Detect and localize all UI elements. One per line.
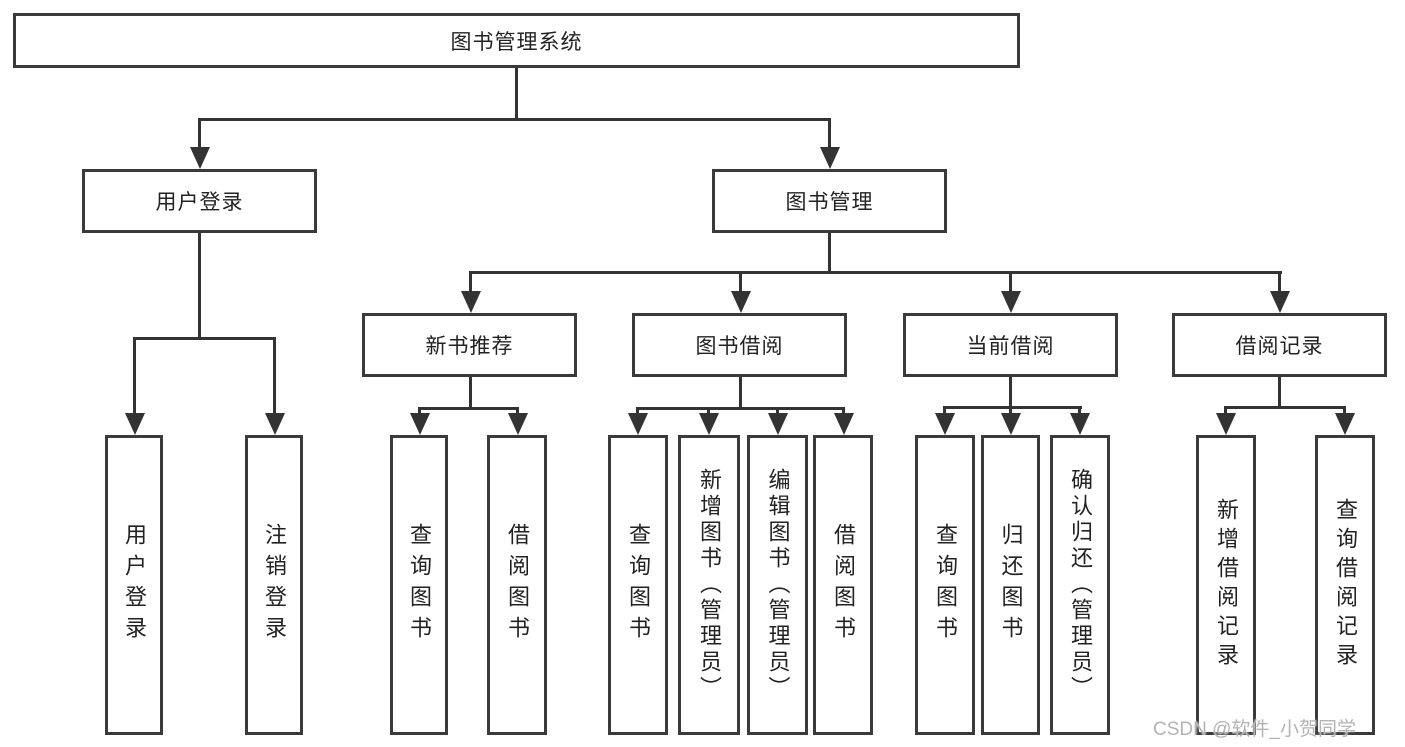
connector-line <box>636 407 639 413</box>
arrowhead-icon <box>731 291 751 313</box>
node-user-login: 用户登录 <box>82 169 317 233</box>
node-label: 新增图书（管理员） <box>697 468 722 702</box>
node-label: 借阅图书 <box>505 523 530 647</box>
connector-line <box>1009 377 1012 406</box>
node-book-borrowing: 图书借阅 <box>632 313 847 377</box>
node-label: 借阅图书 <box>831 523 856 647</box>
node-confirm-return-admin: 确认归还（管理员） <box>1050 435 1110 735</box>
arrowhead-icon <box>935 413 955 435</box>
connector-line <box>1224 406 1346 409</box>
connector-line <box>1009 406 1012 413</box>
connector-line <box>469 377 472 407</box>
arrowhead-icon <box>190 147 210 169</box>
connector-line <box>1224 406 1227 413</box>
connector-line <box>1009 271 1012 291</box>
node-return-book: 归还图书 <box>981 435 1040 735</box>
connector-line <box>133 337 276 340</box>
arrowhead-icon <box>125 413 145 435</box>
arrowhead-icon <box>265 413 285 435</box>
arrowhead-icon <box>461 291 481 313</box>
node-label: 用户登录 <box>122 523 147 647</box>
connector-line <box>707 407 710 413</box>
arrowhead-icon <box>820 147 840 169</box>
node-query-books: 查询图书 <box>915 435 975 735</box>
arrowhead-icon <box>628 413 648 435</box>
node-edit-book-admin: 编辑图书（管理员） <box>747 435 808 735</box>
arrowhead-icon <box>699 413 719 435</box>
connector-line <box>1278 377 1281 406</box>
connector-line <box>943 406 946 413</box>
node-label: 编辑图书（管理员） <box>765 468 791 702</box>
connector-line <box>776 407 779 413</box>
node-label: 查询图书 <box>407 523 432 647</box>
connector-line <box>418 407 519 410</box>
node-label: 新书推荐 <box>425 335 514 358</box>
connector-line <box>469 271 472 291</box>
node-label: 注销登录 <box>262 523 287 647</box>
node-borrow-books: 借阅图书 <box>487 435 547 735</box>
arrowhead-icon <box>1001 413 1021 435</box>
connector-line <box>1343 406 1346 413</box>
connector-line <box>739 377 742 407</box>
node-label: 用户登录 <box>155 191 244 214</box>
connector-line <box>842 407 845 413</box>
node-borrow-books: 借阅图书 <box>813 435 873 735</box>
node-query-borrow-record: 查询借阅记录 <box>1315 435 1375 735</box>
node-query-books: 查询图书 <box>390 435 448 735</box>
connector-line <box>739 271 742 291</box>
connector-line <box>198 233 201 337</box>
connector-line <box>943 406 1082 409</box>
arrowhead-icon <box>1216 413 1236 435</box>
arrowhead-icon <box>834 413 854 435</box>
node-label: 查询借阅记录 <box>1333 498 1358 672</box>
connector-line <box>515 68 518 118</box>
node-label: 图书管理系统 <box>450 30 583 54</box>
node-label: 图书管理 <box>785 191 874 214</box>
connector-line <box>516 407 519 413</box>
watermark: CSDN @软件_小贺同学 <box>1153 719 1356 740</box>
connector-line <box>133 337 136 413</box>
node-logout: 注销登录 <box>245 435 303 735</box>
node-label: 归还图书 <box>998 523 1024 647</box>
node-label: 新增借阅记录 <box>1214 498 1239 672</box>
connector-line <box>1078 406 1081 413</box>
arrowhead-icon <box>1001 291 1021 313</box>
arrowhead-icon <box>1270 291 1290 313</box>
arrowhead-icon <box>1335 413 1355 435</box>
connector-line <box>828 233 831 271</box>
connector-line <box>418 407 421 413</box>
node-label: 图书借阅 <box>695 335 784 358</box>
node-label: 借阅记录 <box>1235 335 1324 358</box>
node-current-borrowing: 当前借阅 <box>903 313 1118 377</box>
connector-line <box>1278 271 1281 291</box>
node-label: 查询图书 <box>626 523 651 647</box>
node-label: 确认归还（管理员） <box>1068 468 1093 702</box>
arrowhead-icon <box>768 413 788 435</box>
arrowhead-icon <box>1070 413 1090 435</box>
node-book-management: 图书管理 <box>712 169 947 233</box>
connector-line <box>828 118 831 147</box>
node-add-borrow-record: 新增借阅记录 <box>1196 435 1256 735</box>
connector-line <box>198 118 201 147</box>
node-add-book-admin: 新增图书（管理员） <box>678 435 740 735</box>
node-library-management-system: 图书管理系统 <box>13 13 1020 68</box>
connector-line <box>198 118 831 121</box>
arrowhead-icon <box>508 413 528 435</box>
node-label: 当前借阅 <box>966 335 1055 358</box>
connector-line <box>636 407 845 410</box>
arrowhead-icon <box>410 413 430 435</box>
node-label: 查询图书 <box>933 523 958 647</box>
node-new-book-recommendation: 新书推荐 <box>362 313 577 377</box>
node-query-books: 查询图书 <box>608 435 668 735</box>
connector-line <box>273 337 276 413</box>
node-borrowing-records: 借阅记录 <box>1172 313 1387 377</box>
node-user-login-leaf: 用户登录 <box>105 435 163 735</box>
connector-line <box>469 271 1282 274</box>
